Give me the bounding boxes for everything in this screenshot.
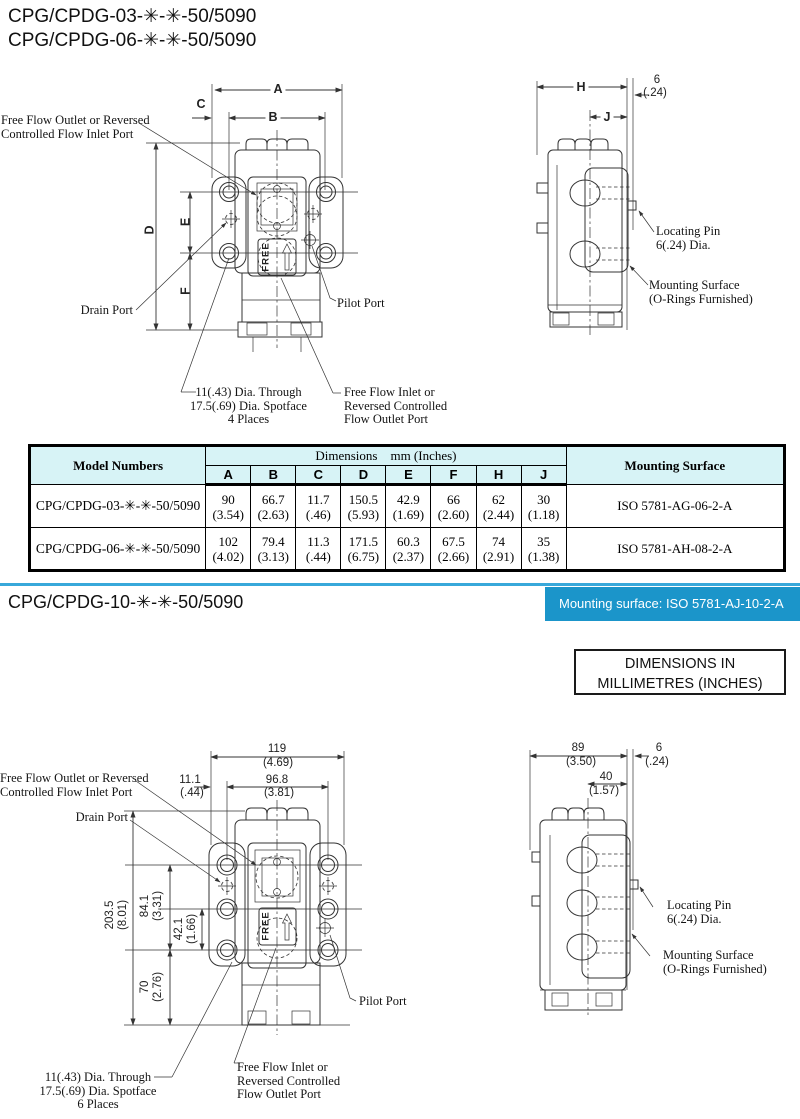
dim-40-mm: 40 <box>599 771 613 783</box>
dim-70: 70 (2.76) <box>139 971 164 1003</box>
dim-label-j: J <box>600 110 614 124</box>
section-divider-line <box>0 583 800 586</box>
cell-b: 66.7 (2.63) <box>250 484 297 528</box>
col-header-mounting-surface: Mounting Surface <box>565 445 786 485</box>
dim-119-inch: (4.69) <box>262 757 294 769</box>
table-row: CPG/CPDG-06-✳-✳-50/5090 102 (4.02) 79.4 … <box>28 527 786 571</box>
callout-spotface-4-places: 11(.43) Dia. Through 17.5(.69) Dia. Spot… <box>190 385 307 426</box>
col-header-d: D <box>340 465 387 486</box>
cell-f: 66 (2.60) <box>430 484 477 528</box>
dim-841: 84.1 (3.31) <box>139 890 164 922</box>
table-row: CPG/CPDG-03-✳-✳-50/5090 90 (3.54) 66.7 (… <box>28 484 786 528</box>
free-marking: FREE <box>260 911 272 941</box>
dim-label-h: H <box>573 80 589 94</box>
dim-label-b: B <box>265 110 281 124</box>
dimensions-note-line2: MILLIMETRES (INCHES) <box>597 676 763 692</box>
dim-6-inch: (.24) <box>645 756 669 768</box>
cell-d: 150.5 (5.93) <box>340 484 387 528</box>
callout-free-flow-inlet: Free Flow Inlet or Reversed Controlled F… <box>344 385 448 426</box>
dim-111-inch: (.44) <box>180 787 204 799</box>
col-header-b: B <box>250 465 297 486</box>
cell-model: CPG/CPDG-03-✳-✳-50/5090 <box>28 484 207 528</box>
callout-drain-port: Drain Port <box>75 810 128 824</box>
cell-a: 102 (4.02) <box>205 527 252 571</box>
dim-40-inch: (1.57) <box>588 785 620 797</box>
page-title-model-06: CPG/CPDG-06-✳-✳-50/5090 <box>8 30 257 51</box>
dim-111-mm: 11.1 <box>179 774 201 786</box>
callout-free-flow-outlet: Free Flow Outlet or Reversed Controlled … <box>1 113 150 141</box>
col-header-dimensions: Dimensions mm (Inches) <box>205 445 567 466</box>
cell-d: 171.5 (6.75) <box>340 527 387 571</box>
cell-h: 74 (2.91) <box>475 527 522 571</box>
cell-a: 90 (3.54) <box>205 484 252 528</box>
cell-mounting: ISO 5781-AG-06-2-A <box>565 484 786 528</box>
callout-mounting-surface: Mounting Surface (O-Rings Furnished) <box>649 278 753 306</box>
col-header-h: H <box>475 465 522 486</box>
bottom-technical-drawing <box>124 749 654 1078</box>
dim-6-mm: 6 <box>655 742 663 754</box>
dimensions-table: Model Numbers Dimensions mm (Inches) Mou… <box>28 444 786 572</box>
col-header-c: C <box>295 465 342 486</box>
callout-spotface-6-places: 11(.43) Dia. Through 17.5(.69) Dia. Spot… <box>39 1070 157 1111</box>
dim-label-e: E <box>178 217 193 227</box>
col-header-model-numbers: Model Numbers <box>28 445 207 485</box>
dim-pin-inch: (.24) <box>643 87 667 99</box>
dim-421: 42.1 (1.66) <box>173 913 198 945</box>
col-header-f: F <box>430 465 477 486</box>
callout-locating-pin: Locating Pin 6(.24) Dia. <box>667 898 732 926</box>
cell-f: 67.5 (2.66) <box>430 527 477 571</box>
dim-pin-mm: 6 <box>653 74 661 86</box>
callout-pilot-port: Pilot Port <box>359 994 407 1008</box>
dim-label-d: D <box>142 225 157 235</box>
page-title-model-03: CPG/CPDG-03-✳-✳-50/5090 <box>8 6 257 27</box>
dim-968-inch: (3.81) <box>263 787 295 799</box>
cell-b: 79.4 (3.13) <box>250 527 297 571</box>
free-marking: FREE <box>260 242 272 272</box>
col-header-a: A <box>205 465 252 486</box>
callout-locating-pin: Locating Pin 6(.24) Dia. <box>656 224 721 252</box>
dim-label-f: F <box>178 287 193 295</box>
cell-j: 35 (1.38) <box>520 527 567 571</box>
callout-pilot-port: Pilot Port <box>337 296 385 310</box>
dim-label-a: A <box>270 82 286 96</box>
dimensions-note-box: DIMENSIONS IN MILLIMETRES (INCHES) <box>574 649 786 695</box>
dim-89-inch: (3.50) <box>565 756 597 768</box>
cell-model: CPG/CPDG-06-✳-✳-50/5090 <box>28 527 207 571</box>
cell-c: 11.7 (.46) <box>295 484 342 528</box>
dim-2035: 203.5 (8.01) <box>104 899 129 931</box>
callout-drain-port: Drain Port <box>80 303 133 317</box>
dim-89-mm: 89 <box>571 742 585 754</box>
callout-free-flow-outlet: Free Flow Outlet or Reversed Controlled … <box>0 771 149 799</box>
cell-e: 42.9 (1.69) <box>385 484 432 528</box>
callout-mounting-surface: Mounting Surface (O-Rings Furnished) <box>663 948 767 976</box>
cell-mounting: ISO 5781-AH-08-2-A <box>565 527 786 571</box>
cell-j: 30 (1.18) <box>520 484 567 528</box>
cell-e: 60.3 (2.37) <box>385 527 432 571</box>
top-technical-drawing <box>135 78 655 394</box>
cell-c: 11.3 (.44) <box>295 527 342 571</box>
dimensions-note-line1: DIMENSIONS IN <box>624 656 736 672</box>
mounting-surface-badge: Mounting surface: ISO 5781-AJ-10-2-A <box>545 587 800 621</box>
section2-title: CPG/CPDG-10-✳-✳-50/5090 <box>8 592 244 612</box>
cell-h: 62 (2.44) <box>475 484 522 528</box>
dim-968-mm: 96.8 <box>265 774 289 786</box>
callout-free-flow-inlet: Free Flow Inlet or Reversed Controlled F… <box>237 1060 341 1101</box>
col-header-j: J <box>520 465 567 486</box>
col-header-e: E <box>385 465 432 486</box>
dim-119-mm: 119 <box>267 743 287 755</box>
dim-label-c: C <box>196 97 206 111</box>
